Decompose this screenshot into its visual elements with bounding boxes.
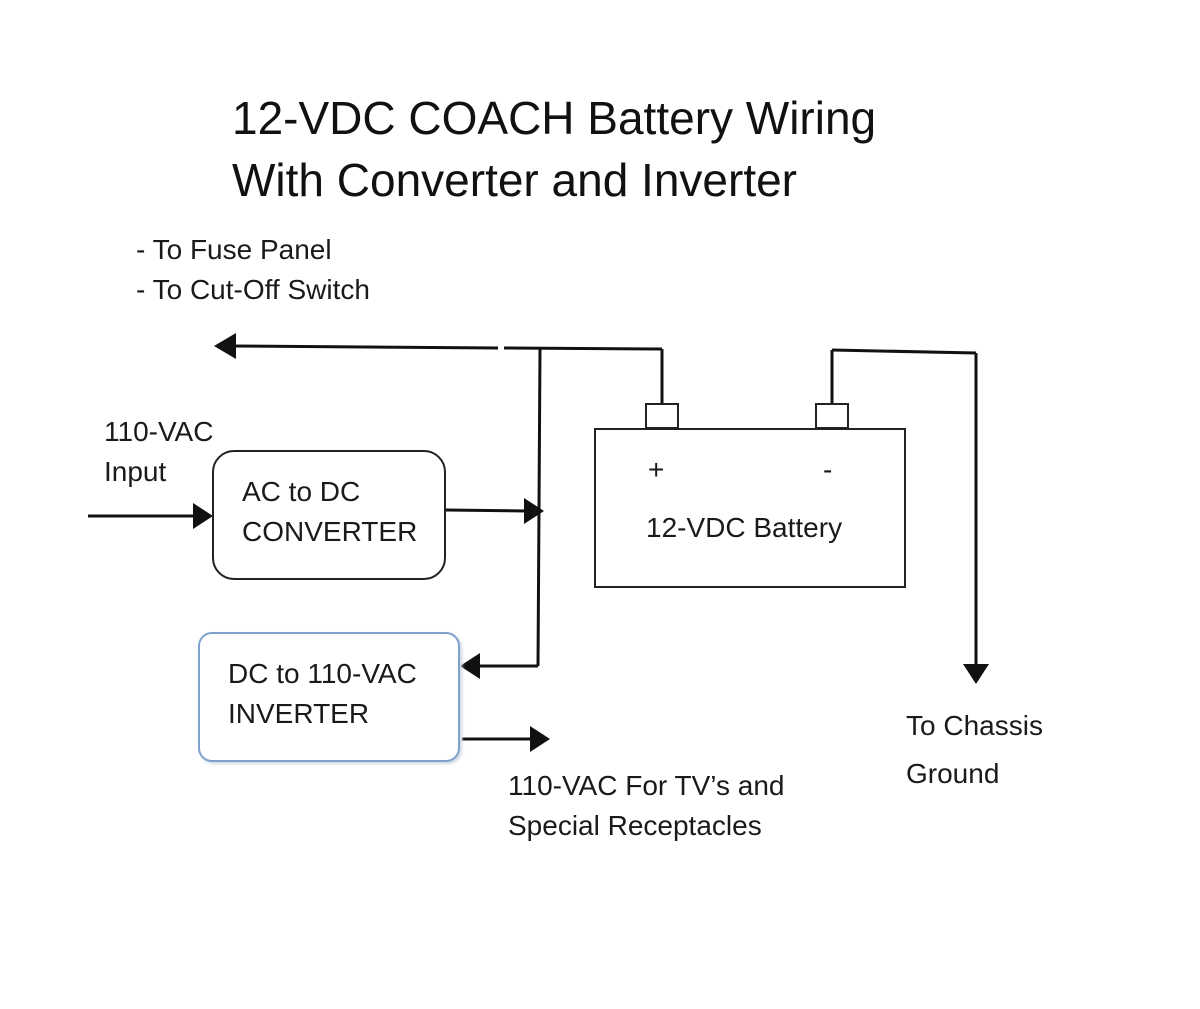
bus-to-fuse-panel-wire [231,344,499,350]
ground-top-wire [831,348,977,355]
vertical-bus-wire [536,347,542,667]
chassis-ground-arrow [963,664,989,684]
negative-terminal [815,403,849,429]
bus-top-wire [503,346,663,351]
battery-box [594,428,906,588]
converter-output-arrow [524,498,544,524]
converter-output-wire [445,508,527,513]
negative-sign: - [823,454,833,485]
ac-output-label-line-1: 110-VAC For TV’s and [508,770,785,801]
diagram-title-line-1: 12-VDC COACH Battery Wiring [232,92,877,144]
diagram-title-line-2: With Converter and Inverter [232,154,798,206]
positive-terminal [645,403,679,429]
dc-to-ac-inverter-box [198,632,460,762]
inverter-input-arrow [460,653,480,679]
chassis-ground-label-line-2: Ground [906,758,1000,789]
fuse-panel-arrow [214,333,236,359]
ac-input-arrow [193,503,213,529]
positive-sign: + [648,454,665,485]
ac-input-label-line-2: Input [104,456,167,487]
chassis-ground-label-line-1: To Chassis [906,710,1043,741]
converter-label-line-1: AC to DC [242,476,361,507]
converter-label-line-2: CONVERTER [242,516,418,547]
ac-input-label-line-1: 110-VAC [104,416,214,447]
fuse-panel-label: - To Fuse Panel [136,234,332,265]
cut-off-switch-label: - To Cut-Off Switch [136,274,370,305]
inverter-label-line-1: DC to 110-VAC [228,658,417,689]
inverter-label-line-2: INVERTER [228,698,370,729]
ac-to-dc-converter-box [212,450,446,580]
inverter-output-arrow [530,726,550,752]
battery-label: 12-VDC Battery [646,512,843,543]
ac-output-label-line-2: Special Receptacles [508,810,762,841]
